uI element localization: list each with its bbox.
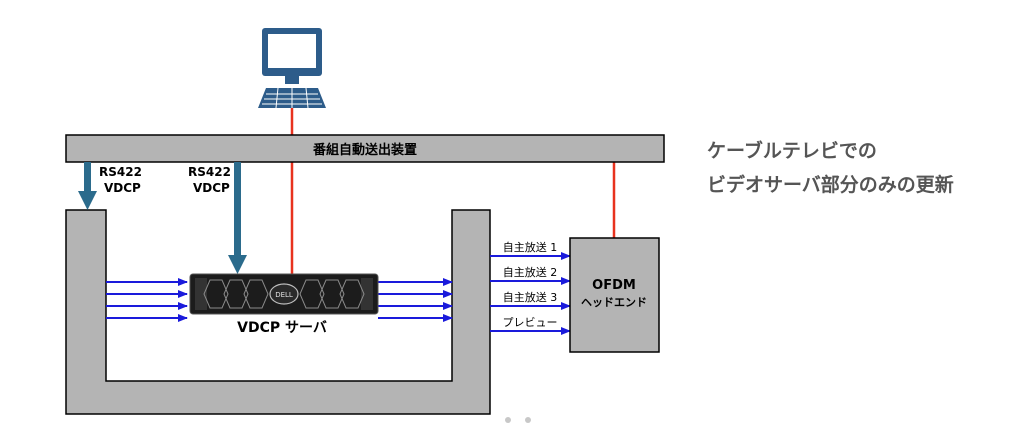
output-label-preview: プレビュー <box>503 316 558 329</box>
rack-server-image: DELL <box>189 273 379 315</box>
ofdm-headend: OFDM ヘッドエンド <box>569 237 660 353</box>
caption-line-2: ビデオサーバ部分のみの更新 <box>707 174 954 196</box>
headend-box <box>569 237 660 353</box>
broadcast-frame <box>65 209 491 415</box>
control-arrow-center <box>228 162 247 274</box>
caption-line-1: ケーブルテレビでの <box>707 140 877 162</box>
automation-bar <box>65 134 665 163</box>
server-logo-badge <box>269 283 299 305</box>
left-link-command: VDCP <box>104 181 141 195</box>
server-brand-logo: DELL <box>275 291 293 299</box>
headend-title: OFDM <box>592 278 636 293</box>
pager-dot[interactable] <box>505 417 511 423</box>
automation-bar-label: 番組自動送出装置 <box>312 142 417 158</box>
automation-system: 番組自動送出装置 <box>65 134 665 163</box>
server-label: VDCP サーバ <box>237 320 327 336</box>
headend-output-arrows <box>490 252 571 335</box>
computer-icon <box>258 28 326 109</box>
pager-dot[interactable] <box>525 417 531 423</box>
control-arrow-left <box>78 162 97 210</box>
input-signal-arrows <box>106 278 188 322</box>
output-label-broadcast-1: 自主放送 1 <box>503 240 558 254</box>
center-link-protocol: RS422 <box>188 165 231 179</box>
slide-pager[interactable] <box>505 417 531 423</box>
headend-subtitle: ヘッドエンド <box>581 296 647 309</box>
red-connectors <box>290 108 616 278</box>
center-link-command: VDCP <box>193 181 230 195</box>
output-label-broadcast-2: 自主放送 2 <box>503 265 558 279</box>
server-output-arrows <box>378 278 453 322</box>
output-label-broadcast-3: 自主放送 3 <box>503 290 558 304</box>
left-link-protocol: RS422 <box>99 165 142 179</box>
